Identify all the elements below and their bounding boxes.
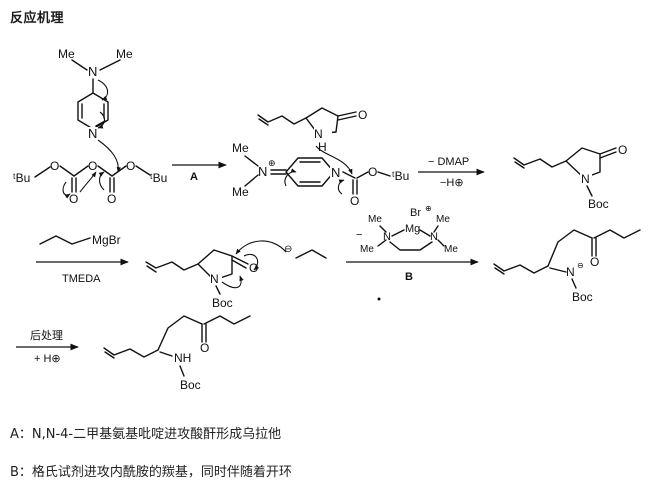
pyridinium-me-top: Me bbox=[232, 141, 249, 155]
pyridinium-amine-plus: ⊕ bbox=[268, 158, 276, 168]
dmap-loss-label: − DMAP bbox=[428, 156, 469, 168]
final-nh: NH bbox=[174, 351, 191, 365]
amide-anion-n: N bbox=[566, 265, 575, 279]
complex-n-right: N bbox=[430, 231, 438, 243]
arrow-a: A bbox=[172, 161, 227, 183]
complex-me-2: Me bbox=[360, 244, 374, 255]
page-title: 反应机理 bbox=[10, 11, 65, 26]
complex-br: Br bbox=[410, 207, 421, 219]
note-step-a: A：N,N-4-二甲基氨基吡啶进攻酸酐形成乌拉他 bbox=[10, 427, 282, 442]
lactam-n: N bbox=[314, 127, 323, 141]
grignard-attack-intermediate: O N Boc ⊖ bbox=[145, 240, 327, 310]
final-boc: Boc bbox=[180, 378, 201, 392]
note-step-b: B：格氏试剂进攻内酰胺的羰基，同时伴随着开环 bbox=[10, 465, 292, 480]
grignard-mgbr: MgBr bbox=[92, 233, 121, 247]
acylpyridinium-intermediate: O N H Me Me N ⊕ N O O ᵗBu bbox=[232, 107, 409, 208]
complex-br-plus: ⊕ bbox=[425, 204, 432, 213]
boc-lactam-n: N bbox=[581, 172, 590, 186]
ring-opened-intermediate: O N ⊖ Boc bbox=[493, 229, 641, 304]
arrow-b-label: B bbox=[405, 271, 413, 283]
dmap-molecule: Me Me N N bbox=[58, 47, 133, 173]
boc-anhydride: ᵗBu O O O O O ᵗBu bbox=[13, 159, 167, 206]
workup-h-label: + H⊕ bbox=[34, 353, 61, 365]
attack-lactam-boc: Boc bbox=[212, 296, 233, 310]
carbanion-charge: ⊖ bbox=[284, 244, 292, 255]
workup-label: 后处理 bbox=[30, 329, 63, 342]
acyl-ester-o: O bbox=[368, 165, 377, 179]
complex-me-1: Me bbox=[368, 214, 382, 225]
arrow-a-label: A bbox=[190, 171, 198, 183]
acyl-tbu: ᵗBu bbox=[392, 169, 409, 183]
lactam-h: H bbox=[318, 140, 327, 154]
tmeda-label: TMEDA bbox=[62, 273, 101, 285]
dmap-me-left: Me bbox=[58, 47, 75, 61]
anhydride-tbu-left: ᵗBu bbox=[13, 171, 30, 185]
complex-me-3: Me bbox=[436, 214, 450, 225]
complex-dash: − bbox=[356, 229, 362, 241]
ketone-o-1: O bbox=[590, 255, 599, 269]
lactam-o: O bbox=[358, 108, 367, 122]
final-ketone-o: O bbox=[200, 341, 209, 355]
anhydride-tbu-right: ᵗBu bbox=[150, 171, 167, 185]
amide-anion-charge: ⊖ bbox=[577, 261, 584, 270]
complex-n-left: N bbox=[383, 231, 391, 243]
proton-loss-label: −H⊕ bbox=[440, 177, 464, 189]
anhydride-carbonyl-o-2: O bbox=[107, 192, 116, 206]
anhydride-o-right: O bbox=[126, 159, 135, 173]
ring-opened-boc: Boc bbox=[572, 290, 593, 304]
dmap-amine-n: N bbox=[88, 64, 97, 79]
attack-lactam-o: O bbox=[249, 261, 258, 275]
complex-me-4: Me bbox=[444, 244, 458, 255]
acyl-carbonyl-o: O bbox=[350, 194, 359, 208]
dmap-me-right: Me bbox=[116, 47, 133, 61]
arrow-dmap: − DMAP −H⊕ bbox=[418, 156, 485, 189]
boc-lactam-o: O bbox=[618, 143, 627, 157]
pyridinium-amine-n: N bbox=[258, 164, 267, 179]
pyridinium-me-bottom: Me bbox=[232, 185, 249, 199]
pyridinium-ring-n: N bbox=[331, 165, 340, 180]
anhydride-bridge-o: O bbox=[88, 159, 97, 173]
anhydride-o-left: O bbox=[50, 159, 59, 173]
grignard-reagent: MgBr TMEDA bbox=[36, 233, 129, 285]
final-product: O NH Boc bbox=[103, 315, 251, 392]
tmeda-mg-complex: − Br ⊕ Mg N N Me Me Me Me B bbox=[346, 204, 479, 301]
anhydride-carbonyl-o-1: O bbox=[69, 192, 78, 206]
workup-step: 后处理 + H⊕ bbox=[16, 329, 79, 365]
dmap-ring-n: N bbox=[88, 126, 97, 141]
attack-lactam-n: N bbox=[210, 272, 219, 286]
boc-lactam-product: O N Boc bbox=[513, 143, 627, 211]
boc-lactam-boc: Boc bbox=[588, 197, 609, 211]
complex-mg: Mg bbox=[405, 223, 420, 235]
